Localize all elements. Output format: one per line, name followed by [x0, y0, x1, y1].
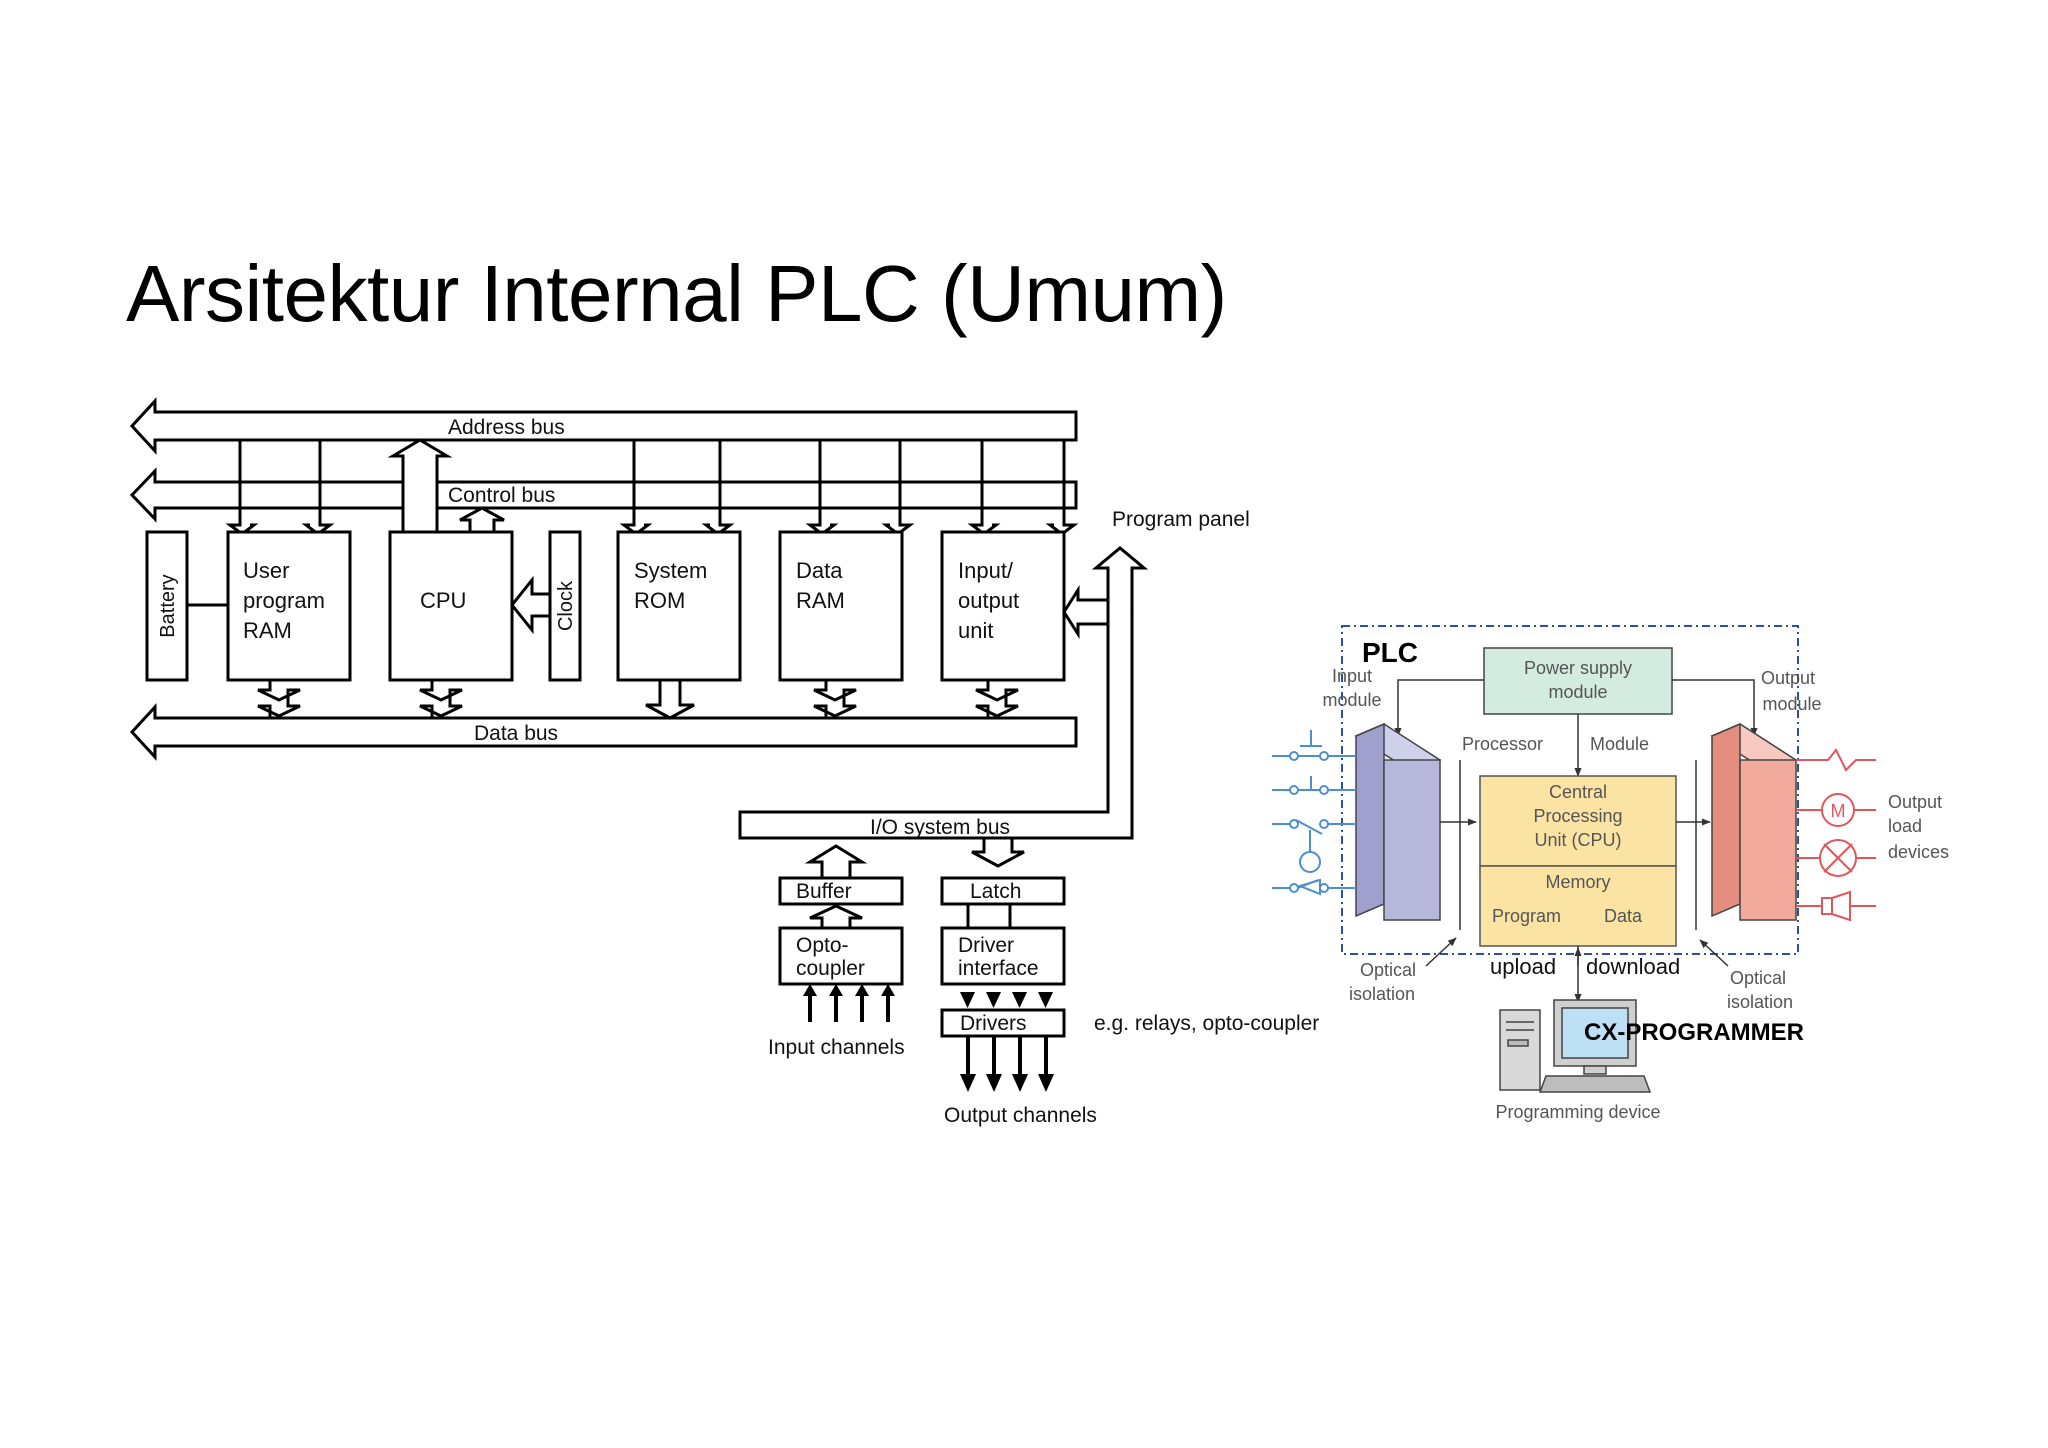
plc-label: PLC — [1362, 637, 1418, 668]
cpu-label-2: Processing — [1533, 806, 1622, 826]
relays-note: e.g. relays, opto-coupler — [1094, 1012, 1319, 1035]
address-bus — [129, 397, 1078, 455]
cpu-address-arrow — [387, 438, 453, 534]
power-supply-label-2: module — [1548, 682, 1607, 702]
module-label: Module — [1590, 734, 1649, 754]
output-load-label-2: load — [1888, 816, 1922, 836]
programming-device-icon — [1499, 999, 1652, 1093]
left-diagram-labels: Address bus Control bus Data bus I/O sys… — [157, 416, 1319, 1127]
processor-label: Processor — [1462, 734, 1543, 754]
power-supply-label-1: Power supply — [1524, 658, 1632, 678]
output-module-label-2: module — [1762, 694, 1821, 714]
user-program-ram-block — [226, 530, 352, 682]
data-bus — [129, 703, 1078, 761]
output-channels-label: Output channels — [944, 1104, 1097, 1127]
cx-programmer-label: CX-PROGRAMMER — [1584, 1019, 1804, 1046]
system-rom-label-2: ROM — [634, 588, 685, 613]
optical-isolation-left-1: Optical — [1360, 960, 1416, 980]
io-system-bus — [738, 546, 1149, 840]
driver-interface-label-2: interface — [958, 957, 1039, 980]
clock-block — [548, 530, 582, 682]
io-unit-label-1: Input/ — [958, 558, 1014, 583]
output-module-label-1: Output — [1761, 668, 1815, 688]
data-ram-label-2: RAM — [796, 588, 845, 613]
opto-label-1: Opto- — [796, 934, 849, 957]
system-rom-block — [616, 530, 742, 682]
data-ram-block — [778, 530, 904, 682]
latch-block — [940, 876, 1066, 906]
program-panel-label: Program panel — [1112, 508, 1250, 531]
cpu-label-1: Central — [1549, 782, 1607, 802]
output-load-label-1: Output — [1888, 792, 1942, 812]
drivers-block — [940, 1008, 1066, 1038]
cpu-label: CPU — [420, 588, 466, 613]
latch-label: Latch — [970, 880, 1021, 903]
battery-label: Battery — [157, 574, 179, 637]
programming-device-label: Programming device — [1495, 1102, 1660, 1122]
buffer-block — [778, 876, 904, 906]
opto-label-2: coupler — [796, 957, 865, 980]
output-module — [1739, 759, 1797, 921]
power-supply-module — [1483, 647, 1673, 715]
address-bus-label: Address bus — [448, 416, 565, 439]
io-unit-label-3: unit — [958, 618, 993, 643]
data-bus-label: Data bus — [474, 722, 558, 745]
control-bus-label: Control bus — [448, 484, 555, 507]
user-ram-label-3: RAM — [243, 618, 292, 643]
output-load-devices — [1796, 748, 1876, 922]
control-bus — [129, 467, 1078, 523]
upload-label: upload — [1490, 954, 1556, 979]
user-ram-label-1: User — [243, 558, 289, 583]
driver-interface-block — [940, 926, 1066, 986]
drivers-label: Drivers — [960, 1012, 1027, 1035]
output-load-label-3: devices — [1888, 842, 1949, 862]
cpu-block — [388, 530, 514, 682]
download-label: download — [1586, 954, 1680, 979]
program-label: Program — [1492, 906, 1561, 926]
opto-note-text: , opto-coupler — [1191, 1012, 1319, 1035]
user-ram-label-2: program — [243, 588, 325, 613]
driver-interface-label-1: Driver — [958, 934, 1014, 957]
input-module-label-1: Input — [1332, 666, 1372, 686]
slide-title: Arsitektur Internal PLC (Umum) — [126, 249, 1227, 338]
data-label: Data — [1604, 906, 1643, 926]
right-plc-diagram: PLC Power supply module Input module Out… — [1272, 625, 1949, 1122]
optical-isolation-right-2: isolation — [1727, 992, 1793, 1012]
cpu-label-3: Unit (CPU) — [1534, 830, 1621, 850]
left-block-diagram — [129, 397, 1149, 1092]
data-ram-label-1: Data — [796, 558, 843, 583]
input-channels-label: Input channels — [768, 1036, 905, 1059]
memory-unit — [1479, 865, 1677, 947]
io-system-bus-label: I/O system bus — [870, 816, 1010, 839]
motor-symbol-label: M — [1831, 801, 1846, 821]
input-module-label-2: module — [1322, 690, 1381, 710]
io-unit-label-2: output — [958, 588, 1019, 613]
system-rom-label-1: System — [634, 558, 707, 583]
input-module — [1383, 759, 1441, 921]
input-field-devices — [1272, 730, 1356, 896]
buffer-label: Buffer — [796, 880, 852, 903]
clock-to-cpu-arrow — [510, 575, 552, 635]
eg-relays-text: e.g. relays — [1094, 1012, 1191, 1035]
memory-label: Memory — [1545, 872, 1610, 892]
opto-coupler-block — [778, 926, 904, 986]
optical-isolation-left-2: isolation — [1349, 984, 1415, 1004]
clock-label: Clock — [555, 580, 577, 631]
optical-isolation-right-1: Optical — [1730, 968, 1786, 988]
io-unit-block — [940, 530, 1066, 682]
